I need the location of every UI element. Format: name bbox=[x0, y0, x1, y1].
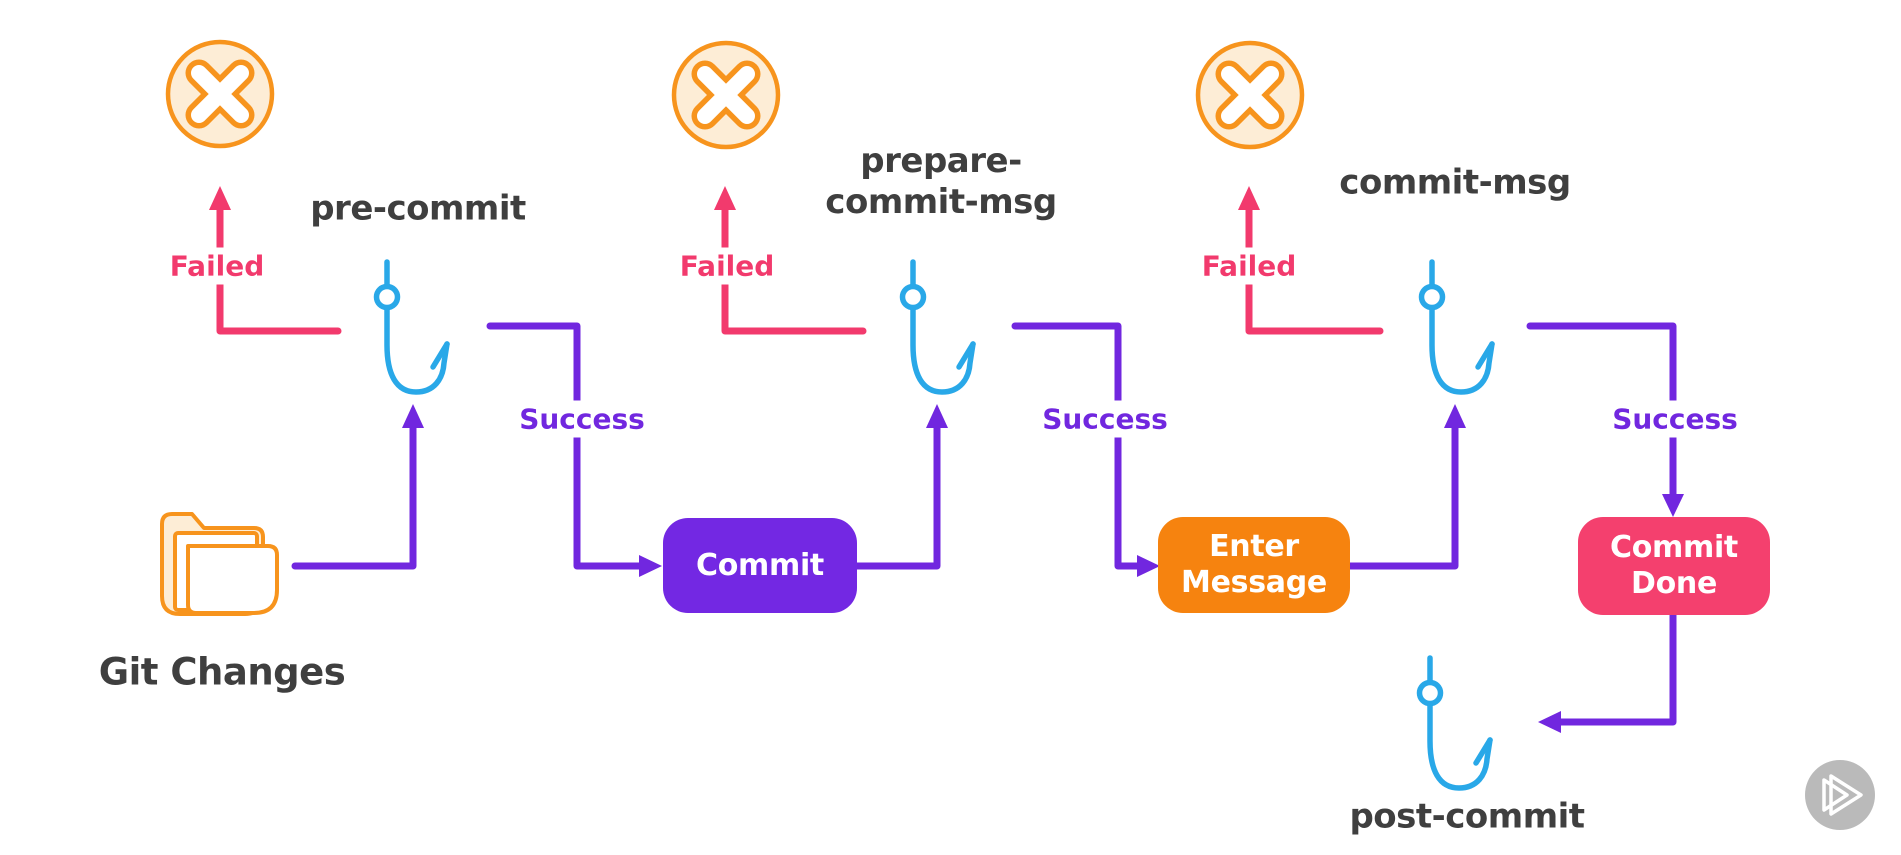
hook-label-prepare-commit-msg: prepare- commit-msg bbox=[825, 141, 1057, 223]
success-label-1: Success bbox=[510, 400, 654, 438]
commit-done-node: Commit Done bbox=[1578, 517, 1770, 615]
hook-label-line: commit-msg bbox=[825, 182, 1057, 222]
commit-node: Commit bbox=[663, 518, 857, 613]
enter-message-node: Enter Message bbox=[1158, 517, 1350, 613]
x-circle-icon bbox=[168, 42, 272, 146]
edge-precommit-success-to-commit bbox=[486, 322, 644, 570]
failed-label-1: Failed bbox=[159, 247, 275, 285]
edge-commitmsg-success-to-commitdone bbox=[1526, 322, 1677, 500]
hook-label-post-commit: post-commit bbox=[1349, 796, 1585, 837]
edge-preparecommitmsg-success-to-entermessage bbox=[1011, 322, 1142, 570]
commit-done-node-label: Done bbox=[1630, 566, 1718, 601]
hook-label-pre-commit: pre-commit bbox=[310, 188, 526, 229]
commit-node-label: Commit bbox=[696, 547, 824, 583]
edge-commitdone-to-postcommit-hook bbox=[1556, 611, 1677, 726]
x-circle-icon bbox=[674, 43, 778, 147]
arrowhead-left-into-postcommit-hook bbox=[1538, 711, 1561, 733]
arrowhead-into-commit bbox=[639, 555, 662, 577]
arrowhead-failed-3 bbox=[1238, 186, 1260, 210]
git-hook-icon bbox=[1420, 658, 1491, 788]
arrowhead-failed-2 bbox=[714, 186, 736, 210]
edge-commit-to-preparecommitmsg-hook bbox=[853, 422, 941, 570]
failed-label-3: Failed bbox=[1191, 247, 1307, 285]
enter-message-node-label: Message bbox=[1181, 565, 1327, 600]
git-hook-icon bbox=[377, 262, 448, 392]
git-changes-folder-icon bbox=[160, 512, 279, 616]
edge-gitchanges-to-precommit-hook bbox=[291, 422, 417, 570]
commit-done-node-label: Commit bbox=[1610, 530, 1738, 565]
arrowhead-failed-1 bbox=[209, 186, 231, 210]
success-label-3: Success bbox=[1603, 400, 1747, 438]
success-label-2: Success bbox=[1033, 400, 1177, 438]
arrowhead-down-into-commitdone bbox=[1662, 494, 1684, 517]
arrowhead-up-commitmsg-hook bbox=[1444, 404, 1466, 428]
hook-label-line: prepare- bbox=[860, 141, 1022, 181]
git-hook-icon bbox=[903, 262, 974, 392]
arrowhead-up-preparecommitmsg-hook bbox=[926, 404, 948, 428]
hook-label-commit-msg: commit-msg bbox=[1339, 162, 1571, 203]
enter-message-node-label: Enter bbox=[1209, 529, 1299, 564]
failed-label-2: Failed bbox=[669, 247, 785, 285]
git-hook-icon bbox=[1422, 262, 1493, 392]
arrowhead-into-entermessage bbox=[1137, 555, 1160, 577]
edge-entermessage-to-commitmsg-hook bbox=[1346, 422, 1459, 570]
arrowhead-up-precommit-hook bbox=[402, 404, 424, 428]
pluralsight-play-logo-icon bbox=[1805, 760, 1875, 830]
x-circle-icon bbox=[1198, 43, 1302, 147]
git-changes-label: Git Changes bbox=[98, 650, 346, 694]
